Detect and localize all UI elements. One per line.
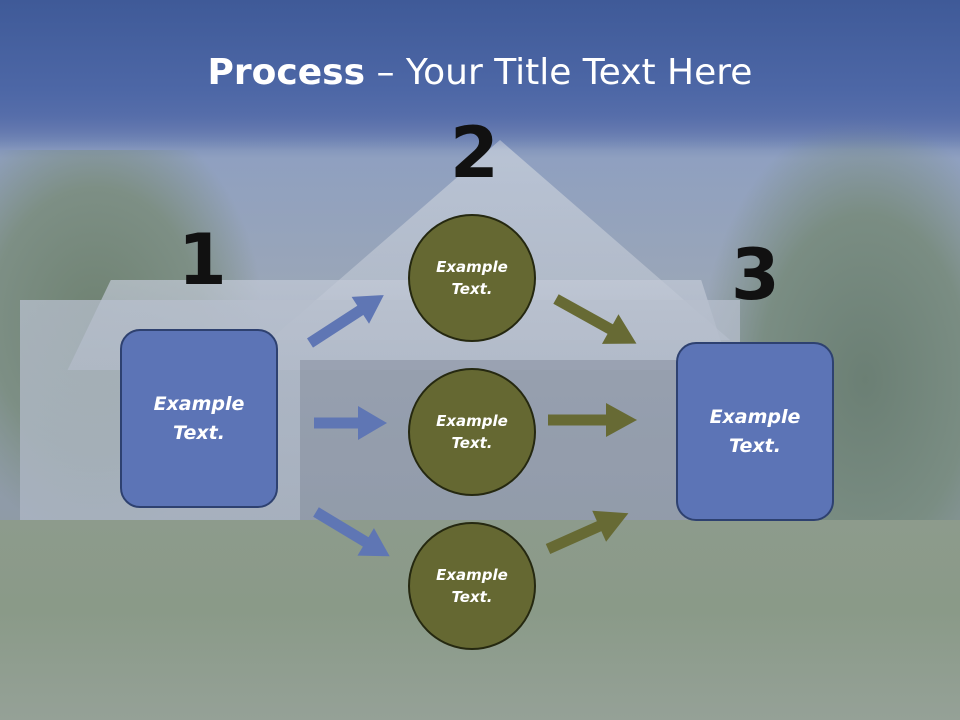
arrow-from-circle-3 [545,510,629,555]
title-band [0,0,960,150]
slide-title: Process – Your Title Text Here [0,52,960,93]
arrow-from-circle-2 [548,403,637,437]
title-rest: – Your Title Text Here [365,52,753,93]
title-bold: Process [207,52,366,93]
right-arrows [545,294,637,555]
process-circle-3[interactable]: Example Text. [408,522,536,650]
process-box-end[interactable]: Example Text. [676,342,834,521]
process-circle-1[interactable]: Example Text. [408,214,536,342]
process-box-start[interactable]: Example Text. [120,329,278,508]
process-circle-2[interactable]: Example Text. [408,368,536,496]
step-number-1: 1 [178,219,227,301]
step-number-3: 3 [731,234,780,316]
arrow-from-circle-1 [553,294,637,344]
arrow-to-circle-3 [313,507,390,557]
arrow-to-circle-1 [307,295,384,348]
left-arrows [307,295,390,557]
arrow-to-circle-2 [314,406,387,440]
step-number-2: 2 [450,112,499,194]
